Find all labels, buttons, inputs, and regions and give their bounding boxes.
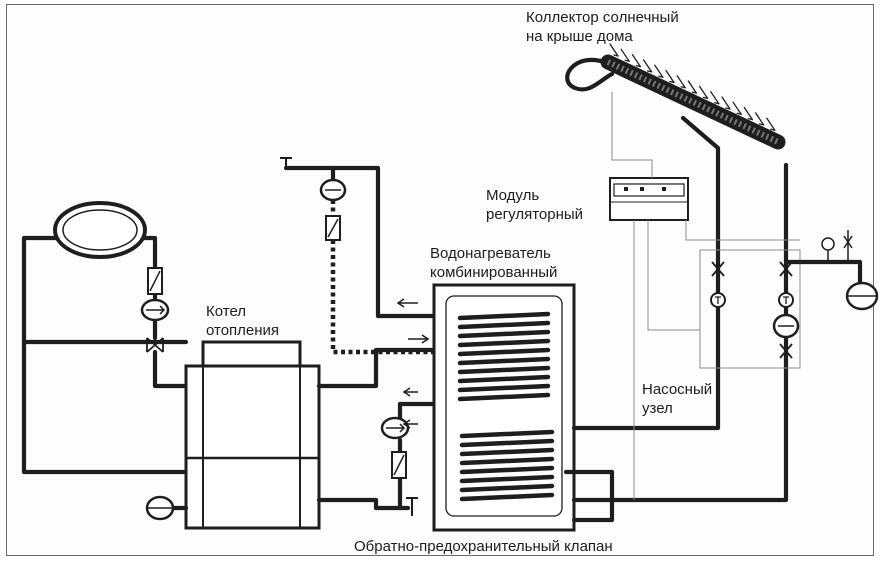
solar-collector-icon	[600, 43, 786, 150]
sun-ray	[732, 101, 742, 115]
coil-tube	[457, 347, 551, 357]
sun-ray	[770, 128, 776, 131]
coil-tube	[457, 311, 551, 321]
coil-tube	[459, 447, 555, 457]
coil-tube	[457, 320, 551, 330]
sun-ray	[654, 64, 664, 78]
coil-tube	[457, 383, 551, 393]
sun-ray	[665, 69, 675, 84]
sun-ray	[714, 102, 720, 105]
valve-icon	[711, 261, 793, 359]
radiator-icon	[53, 201, 147, 259]
sun-ray	[710, 91, 720, 105]
boiler-heater-loop	[316, 347, 437, 511]
sun-ray	[631, 53, 642, 68]
coil-tube	[457, 329, 551, 339]
coil-tube	[459, 483, 555, 493]
sun-ray	[642, 59, 653, 73]
coil-tube	[459, 429, 555, 439]
coil-tube	[459, 456, 555, 466]
coil-tube	[459, 438, 555, 448]
pump-icon	[772, 313, 800, 339]
coil-tube	[459, 474, 555, 484]
coil-tube	[457, 356, 551, 366]
water-heater-label: Водонагреватель комбинированный	[430, 245, 558, 281]
controller-module-icon	[609, 177, 689, 221]
coil-tube	[457, 365, 551, 375]
sun-ray	[758, 123, 765, 126]
expansion-tank-icon	[845, 281, 879, 311]
water-heater-tank-icon	[432, 283, 576, 532]
filter-icon	[147, 267, 163, 295]
control-wires	[611, 92, 801, 500]
coil-tube	[457, 374, 551, 384]
sun-ray	[658, 75, 664, 78]
solar-loop	[563, 57, 789, 523]
expansion-tank-icon	[145, 495, 189, 521]
sun-ray	[747, 117, 754, 121]
boiler-icon	[184, 340, 321, 530]
solar-collector-label: Коллектор солнечный на крыше дома	[526, 9, 679, 45]
boiler-label: Котел отопления	[206, 303, 280, 339]
sun-ray	[620, 48, 630, 62]
pump-icon	[380, 416, 410, 440]
flow-arrow-icon	[396, 298, 430, 429]
sun-ray	[646, 70, 653, 73]
coil-tube	[457, 392, 551, 402]
pump-icon	[319, 178, 347, 202]
sun-ray	[721, 96, 731, 110]
thermometer-icon	[710, 292, 794, 308]
sun-ray	[609, 43, 619, 57]
sun-ray	[743, 106, 754, 121]
sun-ray	[766, 117, 776, 131]
expansion-line	[783, 230, 863, 285]
sun-ray	[613, 54, 619, 57]
sun-ray	[754, 112, 765, 126]
coil-tube	[459, 492, 555, 502]
sun-ray	[680, 86, 686, 89]
sun-ray	[624, 59, 630, 62]
sun-ray	[676, 75, 686, 89]
circulation-line	[330, 165, 434, 355]
sun-ray	[702, 96, 709, 100]
sun-ray	[635, 64, 642, 68]
coil-tube	[457, 338, 551, 348]
valve-icon	[406, 497, 418, 516]
valve-icon	[146, 337, 164, 353]
hot-water-line	[280, 157, 437, 319]
sun-ray	[725, 107, 731, 110]
sun-ray	[691, 91, 698, 94]
check-valve-label: Обратно-предохранительный клапан	[354, 538, 613, 555]
coil-tube	[459, 465, 555, 475]
sun-ray	[669, 80, 675, 84]
filter-icon	[391, 451, 407, 479]
sun-ray	[687, 80, 698, 94]
controller-module-label: Модуль регуляторный	[486, 187, 584, 223]
sun-ray	[736, 112, 742, 115]
pump-icon	[140, 298, 170, 322]
pump-unit-label: Насосный узел	[642, 381, 713, 417]
sun-ray	[698, 85, 709, 100]
filter-icon	[325, 215, 341, 241]
